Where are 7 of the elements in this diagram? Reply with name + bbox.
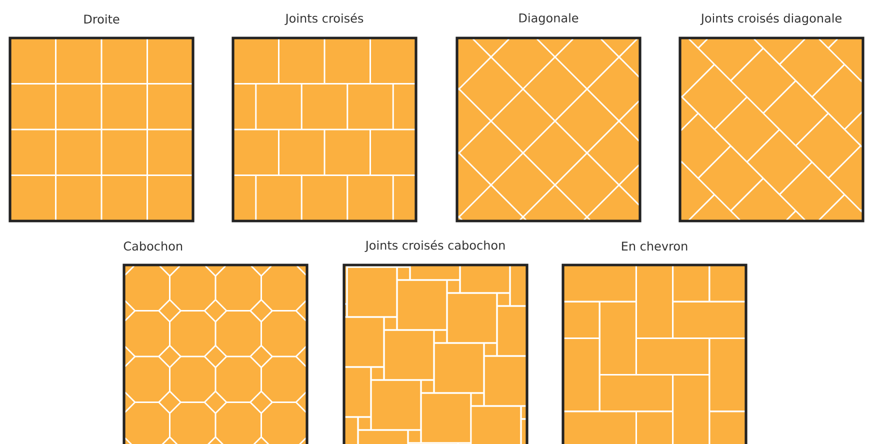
panel-title: Cabochon — [124, 241, 182, 251]
panel-title: Diagonale — [519, 13, 578, 25]
panel-title: Joints croisés — [284, 13, 364, 25]
panel-title: Joints croisés cabochon — [364, 240, 505, 252]
panel-title: En chevron — [622, 241, 688, 251]
panel-title: Joints croisés diagonale — [700, 12, 842, 26]
panel-title: Droite — [84, 14, 120, 24]
